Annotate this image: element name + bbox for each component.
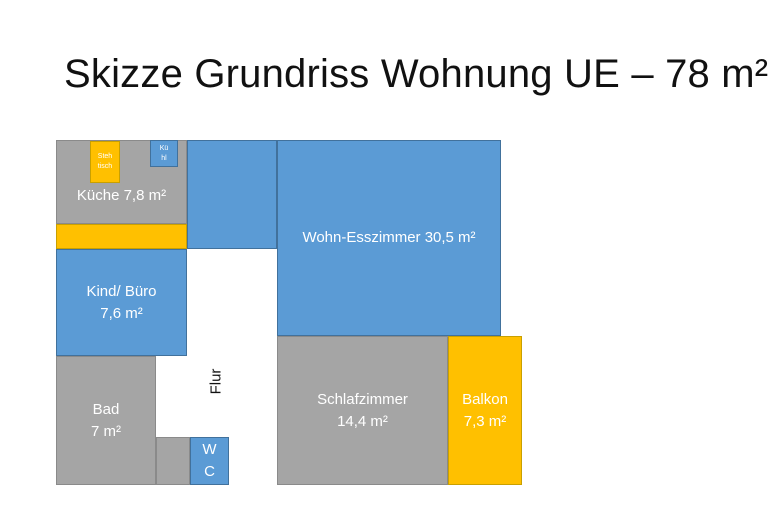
room-storage [156, 437, 190, 485]
stehtisch: Steh tisch [90, 141, 120, 183]
kitchen-counter [56, 224, 187, 249]
room-blue-middle [187, 140, 277, 249]
page-title: Skizze Grundriss Wohnung UE – 78 m² [64, 52, 769, 96]
label-flur: Flur [207, 368, 225, 395]
room-wohn-esszimmer: Wohn-Esszimmer 30,5 m² [277, 140, 501, 336]
kuehlschrank: Kü hl [150, 140, 178, 167]
